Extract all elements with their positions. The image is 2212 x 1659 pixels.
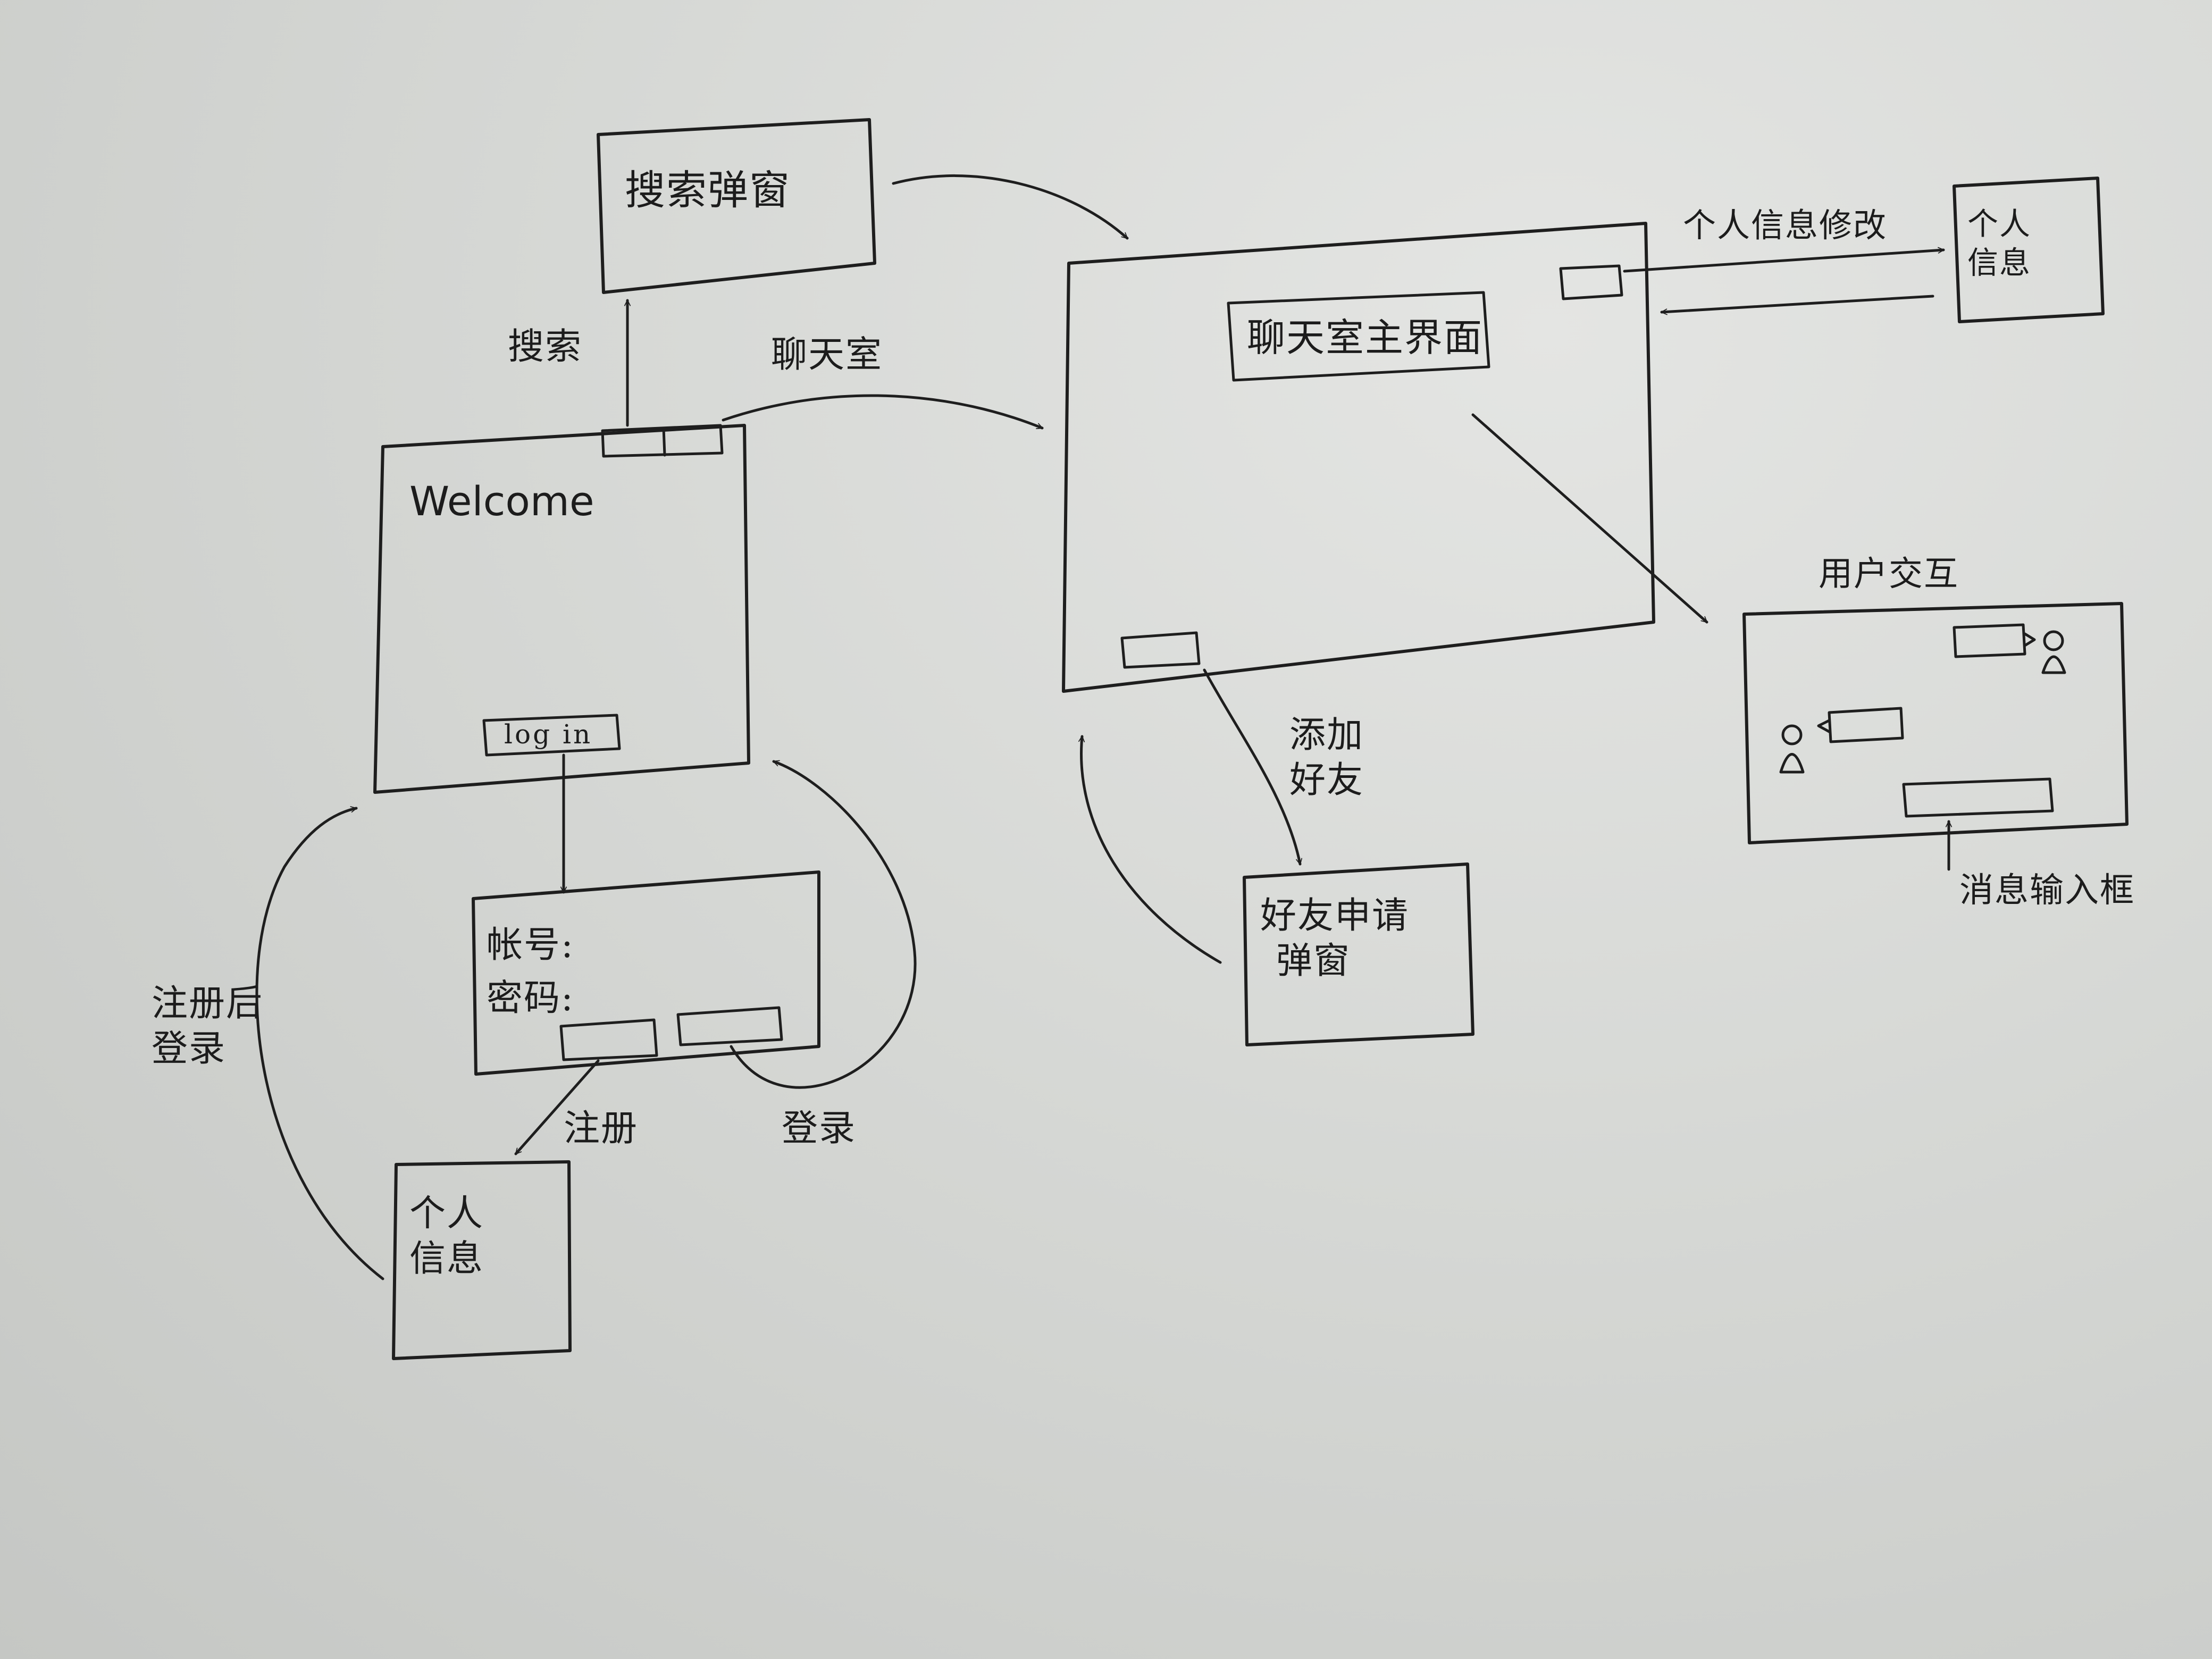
personal-info-chat-box xyxy=(1953,177,2105,323)
register-button-box xyxy=(559,1018,658,1061)
personal-info-register-line2: 信息 xyxy=(409,1238,484,1280)
confirm-login-button-box xyxy=(676,1006,783,1046)
arrow-chat-to-profile xyxy=(1623,250,1945,273)
chat-bubble-left xyxy=(1828,707,1904,743)
login-arrow-label: 登录 xyxy=(782,1108,857,1150)
user-avatar-left-icon xyxy=(1779,724,1805,774)
chat-room-arrow-label: 聊天室 xyxy=(771,334,883,376)
bubble-pointer-right xyxy=(2023,632,2036,647)
add-friend-label: 添加 好友 xyxy=(1289,713,1364,803)
chat-bubble-right xyxy=(1953,623,2026,658)
bubble-pointer-left xyxy=(1817,719,1831,733)
arrow-search-to-chat xyxy=(892,174,1129,240)
arrow-friend-request-to-chat xyxy=(1082,736,1222,964)
login-button-label: log in xyxy=(504,719,593,750)
friend-request-popup-box xyxy=(1243,862,1474,1046)
arrow-register-back-to-welcome xyxy=(255,808,384,1280)
personal-info-register-box xyxy=(392,1160,572,1360)
arrow-form-to-register xyxy=(514,1059,600,1155)
arrow-profile-to-chat xyxy=(1660,295,1934,312)
personal-info-chat-label: 个人 信息 xyxy=(1967,205,2031,282)
chat-main-title-box xyxy=(1227,291,1490,382)
login-button-box xyxy=(482,714,621,757)
edit-personal-info-label: 个人信息修改 xyxy=(1683,206,1888,245)
friend-request-popup-line1: 好友申请 xyxy=(1260,895,1410,937)
account-label: 帐号: xyxy=(487,924,574,966)
register-arrow-label: 注册 xyxy=(564,1108,639,1150)
arrow-welcome-to-chat xyxy=(722,394,1044,430)
friend-request-popup-line2: 弹窗 xyxy=(1276,940,1351,982)
search-popup-box xyxy=(597,118,876,294)
welcome-top-button xyxy=(601,424,724,458)
message-input-field xyxy=(1902,777,2054,818)
user-interaction-box xyxy=(1742,602,2129,844)
welcome-title: Welcome xyxy=(409,477,594,525)
message-input-box-label: 消息输入框 xyxy=(1959,871,2135,910)
chat-add-friend-button xyxy=(1120,631,1201,669)
chat-profile-button xyxy=(1559,264,1623,300)
add-friend-line1: 添加 xyxy=(1289,714,1364,756)
add-friend-line2: 好友 xyxy=(1289,759,1364,801)
chat-main-screen-box xyxy=(1062,222,1655,693)
search-arrow-label: 搜索 xyxy=(508,326,583,368)
arrow-chat-to-friend-request xyxy=(1203,668,1300,866)
personal-info-chat-line2: 信息 xyxy=(1967,244,2032,281)
login-after-register-label: 注册后 登录 xyxy=(152,981,263,1071)
password-label: 密码: xyxy=(487,977,574,1019)
friend-request-popup-label: 好友申请 弹窗 xyxy=(1260,893,1409,984)
search-popup-title: 搜索弹窗 xyxy=(625,166,791,214)
personal-info-register-label: 个人 信息 xyxy=(409,1191,484,1281)
login-after-register-line1: 注册后 xyxy=(152,983,264,1025)
login-form-box xyxy=(472,870,820,1076)
login-after-register-line2: 登录 xyxy=(152,1028,227,1070)
user-avatar-right-icon xyxy=(2041,630,2066,674)
personal-info-register-line1: 个人 xyxy=(409,1193,484,1235)
chat-main-title: 聊天室主界面 xyxy=(1247,315,1484,360)
welcome-screen-box xyxy=(373,424,750,794)
personal-info-chat-line1: 个人 xyxy=(1967,206,2032,242)
arrow-chat-to-interaction xyxy=(1471,413,1708,624)
user-interaction-title: 用户交互 xyxy=(1819,555,1959,594)
arrow-login-back-to-welcome xyxy=(730,760,917,1089)
